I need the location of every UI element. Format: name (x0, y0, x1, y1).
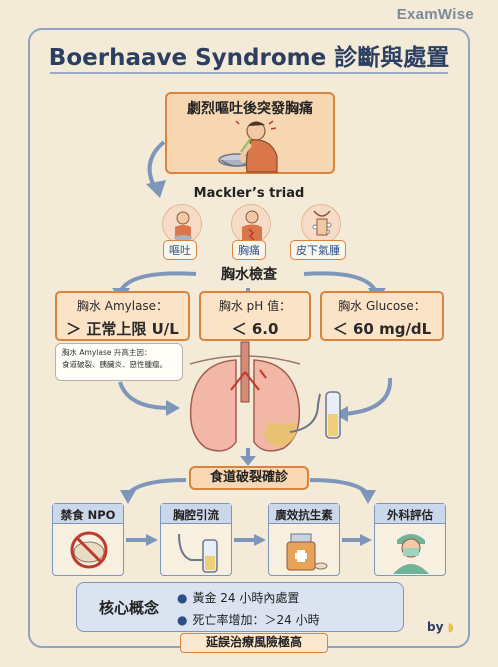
surgeon-icon (393, 534, 429, 574)
step-drainage: 胸腔引流 (160, 503, 232, 576)
vomiting-person-illustration (218, 120, 278, 173)
test-ph-value: ＜ 6.0 (231, 320, 279, 338)
test-ph-name: 胸水 pH 值： (218, 299, 292, 313)
core-item-mortality: ●死亡率增加：＞24 小時 (177, 613, 320, 627)
vomit-icon (162, 204, 202, 244)
chest-pain-icon (231, 204, 271, 244)
presentation-label: 劇烈嘔吐後突發胸痛 (187, 101, 313, 117)
medicine-bottle-icon (286, 533, 328, 571)
diagnosis-branch-arrows (120, 478, 376, 504)
step-surgical-eval: 外科評估 (374, 503, 446, 576)
presentation-box: 劇烈嘔吐後突發胸痛 (165, 92, 335, 174)
diagnosis-box: 食道破裂確診 (189, 466, 309, 490)
core-concept-label: 核心概念 (99, 599, 160, 617)
arrow-to-triad (146, 140, 166, 198)
test-glucose: 胸水 Glucose： ＜ 60 mg/dL (320, 291, 444, 341)
step-drainage-label: 胸腔引流 (173, 508, 219, 522)
risk-banner: 延誤治療風險極高 (180, 633, 328, 653)
triad-item-chest-pain: 胸痛 (232, 240, 266, 260)
triad-item-emphysema: 皮下氣腫 (290, 240, 346, 260)
title-divider (50, 72, 448, 74)
no-food-icon (70, 531, 108, 569)
byline: by ◗ (427, 620, 454, 634)
core-item-golden-hours: ●黃金 24 小時內處置 (177, 591, 300, 605)
triad-item-vomit: 嘔吐 (163, 240, 197, 260)
step-npo: 禁食 NPO (52, 503, 124, 576)
step-arrows (126, 534, 372, 546)
test-amylase: 胸水 Amylase： ＞ 正常上限 U/L (55, 291, 190, 341)
step-antibiotics: 廣效抗生素 (268, 503, 340, 576)
step-npo-label: 禁食 NPO (60, 508, 116, 522)
test-glucose-value: ＜ 60 mg/dL (332, 320, 432, 338)
banana-logo-icon: ◗ (447, 620, 454, 634)
amylase-note-line1: 胸水 Amylase 升高主因： (62, 348, 152, 357)
core-concept-box: 核心概念 ●黃金 24 小時內處置 ●死亡率增加：＞24 小時 (76, 582, 404, 632)
bullet-icon: ● (177, 613, 188, 627)
emphysema-neck-icon (301, 204, 341, 244)
lungs-illustration (118, 341, 393, 452)
amylase-note: 胸水 Amylase 升高主因： 食道破裂、胰臟炎、惡性腫瘤。 (55, 343, 183, 381)
test-glucose-name: 胸水 Glucose： (338, 299, 426, 313)
brand-logo: ExamWise (396, 6, 474, 23)
chest-tube-icon (178, 533, 218, 573)
test-amylase-value: ＞ 正常上限 U/L (66, 320, 179, 338)
step-surgical-eval-label: 外科評估 (387, 508, 433, 522)
exam-title: 胸水檢查 (221, 267, 277, 283)
step-antibiotics-label: 廣效抗生素 (275, 508, 333, 522)
arrow-to-diagnosis (240, 448, 256, 466)
triad-title: Mackler’s triad (193, 186, 305, 201)
page-title: Boerhaave Syndrome 診斷與處置 (48, 45, 450, 71)
bullet-icon: ● (177, 591, 188, 605)
test-amylase-name: 胸水 Amylase： (76, 299, 169, 313)
amylase-note-line2: 食道破裂、胰臟炎、惡性腫瘤。 (62, 360, 167, 369)
test-ph: 胸水 pH 值： ＜ 6.0 (199, 291, 311, 341)
diagnosis-label: 食道破裂確診 (209, 470, 288, 485)
